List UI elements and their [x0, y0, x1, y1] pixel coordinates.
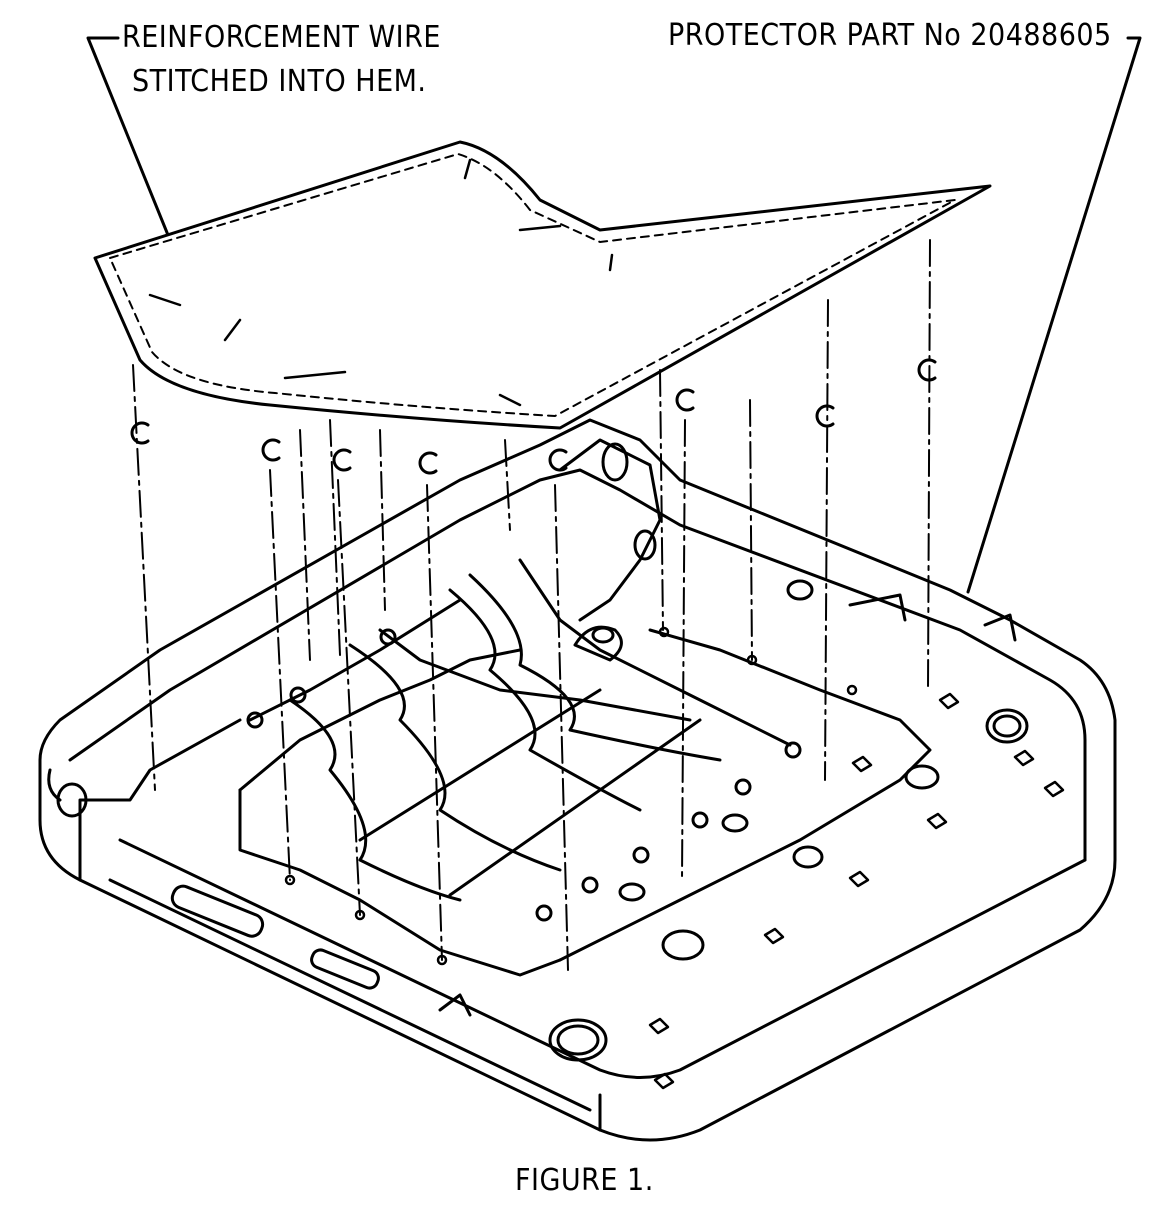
protector-cover — [93, 140, 992, 430]
leader-lines — [86, 36, 1142, 594]
mounting-holes — [284, 626, 858, 966]
reinforcement-label-line1: REINFORCEMENT WIRE — [122, 20, 441, 55]
alignment-lines — [132, 239, 931, 971]
reinforcement-leader — [86, 36, 172, 242]
seat-frame — [38, 418, 1117, 1142]
reinforcement-label-line2: STITCHED INTO HEM. — [132, 64, 427, 99]
protector-leader — [966, 36, 1142, 594]
protector-part-label: PROTECTOR PART No 20488605 — [668, 18, 1112, 53]
figure-caption: FIGURE 1. — [515, 1163, 654, 1198]
wire-clips — [246, 628, 802, 922]
spring-wires — [248, 558, 792, 902]
